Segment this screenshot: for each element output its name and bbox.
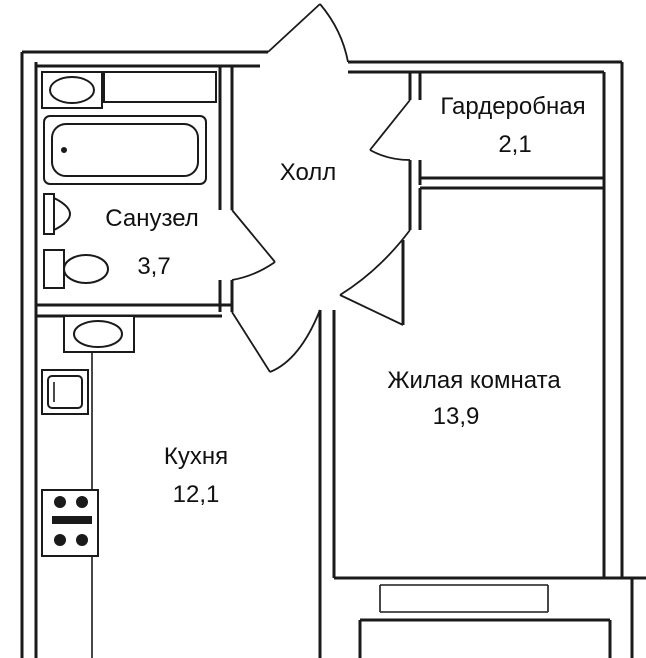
doors [231, 3, 411, 373]
room-labels: Холл Гардеробная 2,1 Санузел 3,7 Жилая к… [105, 93, 585, 508]
room-area-bathroom: 3,7 [137, 253, 170, 280]
outer-walls [20, 50, 646, 658]
room-area-wardrobe: 2,1 [498, 131, 531, 158]
bathroom-fixtures [41, 71, 217, 289]
interior-walls [36, 66, 604, 658]
room-name-kitchen: Кухня [164, 443, 228, 470]
room-name-bathroom: Санузел [105, 205, 199, 232]
room-name-hall: Холл [280, 159, 337, 186]
room-area-kitchen: 12,1 [173, 481, 220, 508]
room-name-wardrobe: Гардеробная [440, 93, 585, 120]
room-area-living: 13,9 [433, 403, 480, 430]
kitchen-fixtures [41, 315, 135, 658]
room-name-living: Жилая комната [387, 367, 561, 394]
